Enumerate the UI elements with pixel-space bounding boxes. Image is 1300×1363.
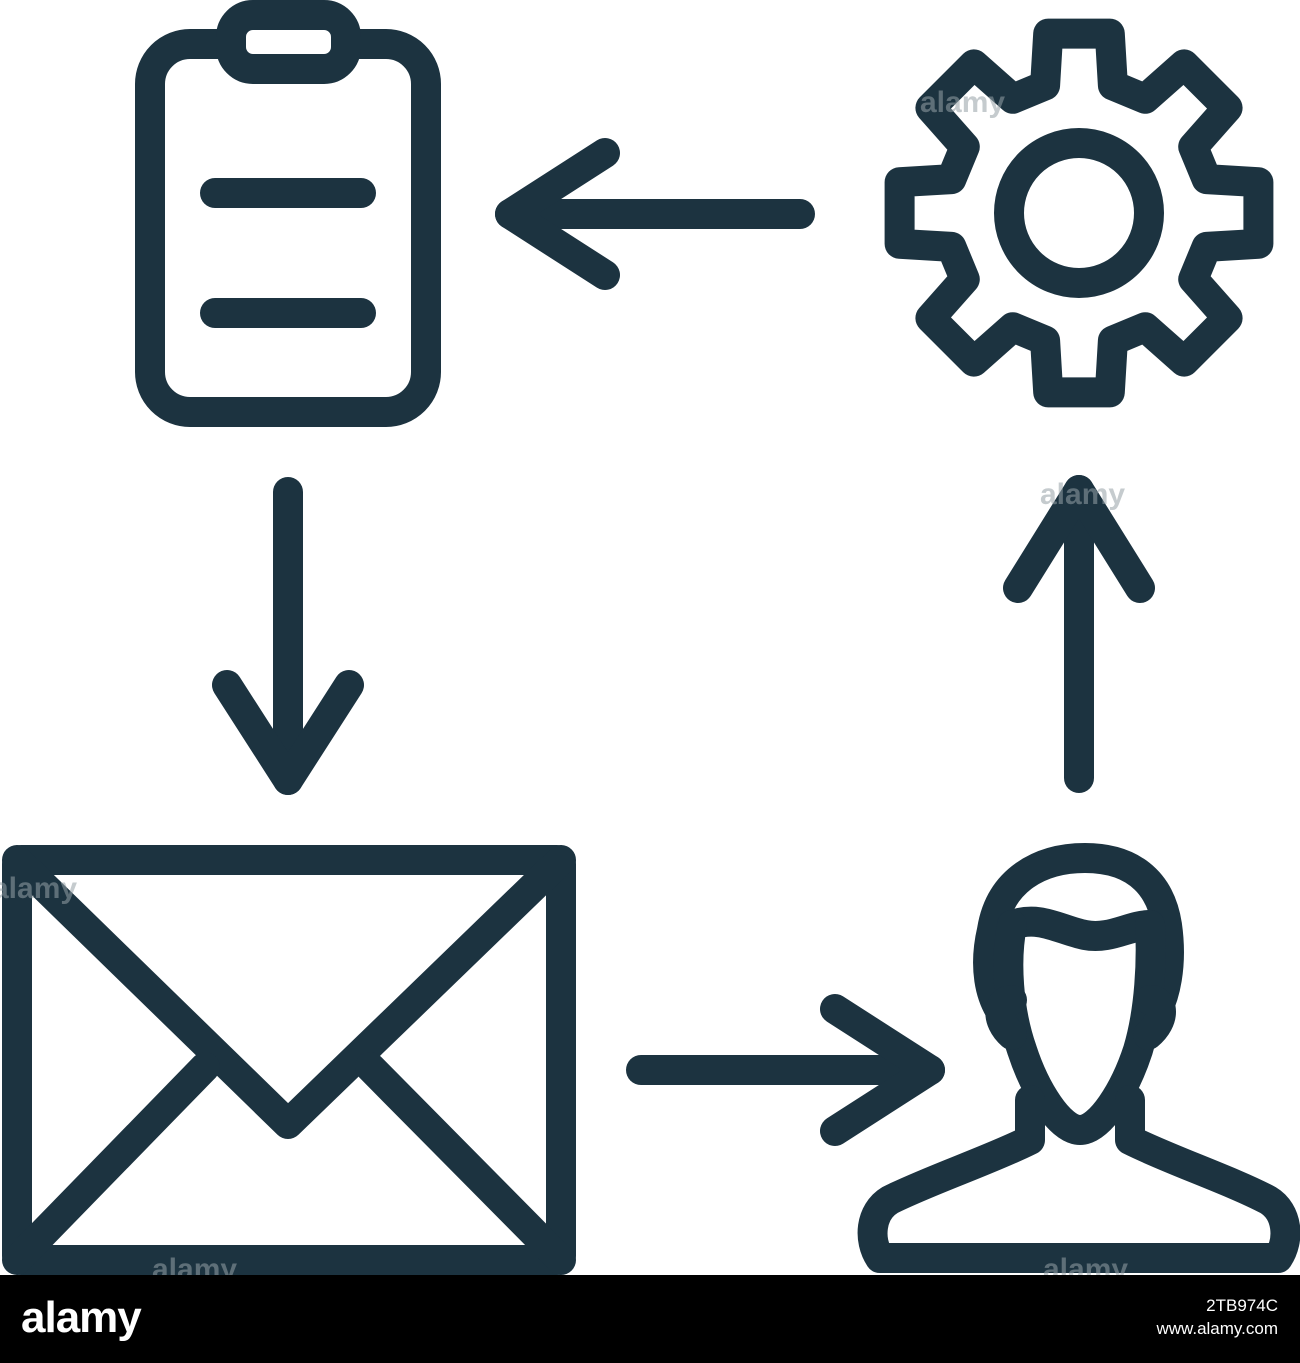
- arrow-right-icon: [626, 994, 945, 1146]
- watermark-text: alamy: [1040, 478, 1126, 511]
- envelope-icon: [2, 845, 576, 1275]
- image-id: 2TB974C: [1206, 1296, 1278, 1315]
- clipboard-icon: [135, 0, 441, 427]
- footer-bar: alamy 2TB974C www.alamy.com: [0, 1275, 1300, 1363]
- watermark-text: alamy: [920, 86, 1006, 119]
- alamy-logo: alamy: [21, 1293, 142, 1342]
- arrow-down-icon: [212, 477, 364, 795]
- user-icon: [857, 843, 1300, 1273]
- arrow-left-icon: [495, 138, 815, 290]
- workflow-diagram: [2, 0, 1300, 1275]
- arrow-up-icon: [1003, 475, 1155, 793]
- watermark-text: alamy: [0, 872, 78, 905]
- gear-icon: [884, 18, 1274, 408]
- site-url: www.alamy.com: [1156, 1319, 1278, 1338]
